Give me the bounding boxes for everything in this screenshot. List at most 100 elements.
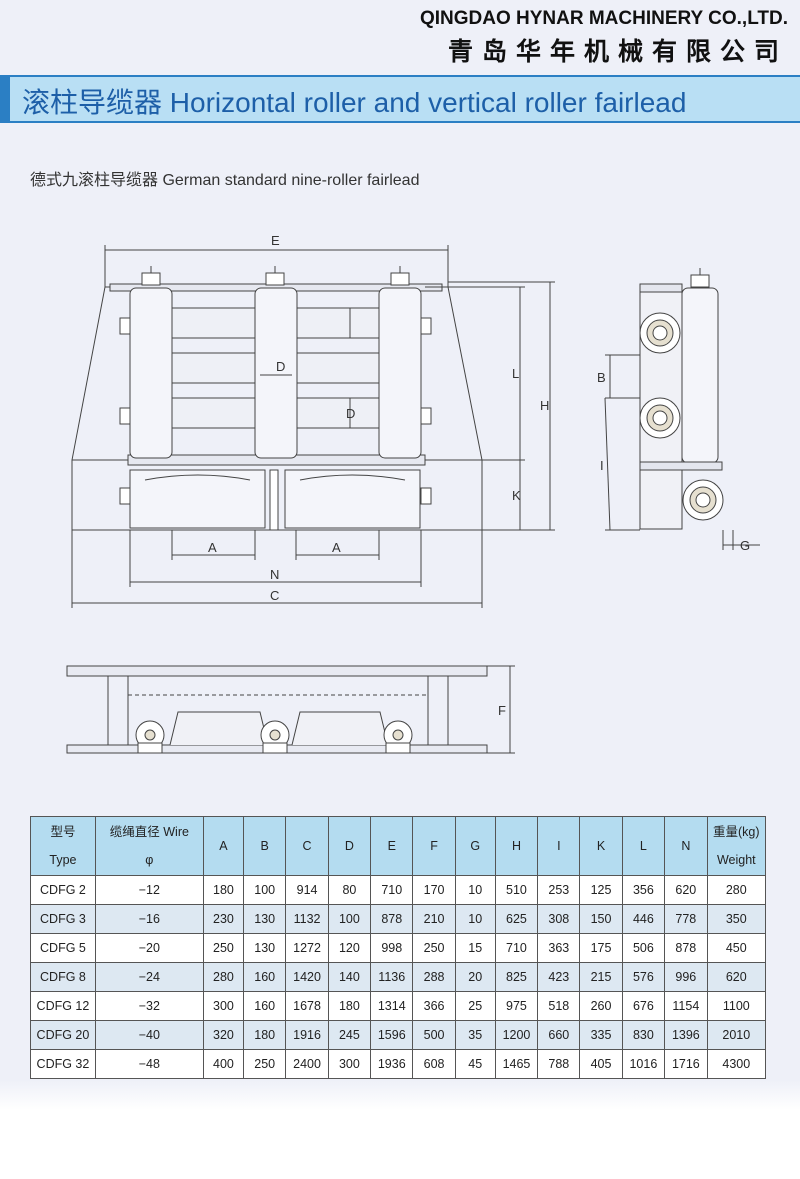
table-cell: 125	[579, 875, 623, 905]
model-cell: CDFG 8	[30, 962, 96, 992]
table-cell: 660	[537, 1020, 581, 1050]
dim-label-h: H	[540, 398, 549, 413]
table-header-cell: 重量(kg)Weight	[706, 816, 767, 876]
company-header: QINGDAO HYNAR MACHINERY CO.,LTD. 青岛华年机械有…	[420, 8, 788, 68]
table-cell: 998	[370, 933, 414, 963]
table-cell: 170	[412, 875, 456, 905]
table-cell: 620	[664, 875, 708, 905]
table-cell: 250	[243, 1049, 287, 1079]
table-cell: 35	[454, 1020, 496, 1050]
table-cell: 180	[202, 875, 245, 905]
table-cell: 335	[579, 1020, 623, 1050]
table-cell: 878	[370, 904, 414, 934]
dim-label-i: I	[600, 458, 604, 473]
table-cell: 1136	[370, 962, 414, 992]
table-cell: 130	[243, 933, 287, 963]
dim-label-d-horizontal: D	[276, 359, 285, 374]
table-cell: 130	[243, 904, 287, 934]
table-cell: −20	[94, 933, 204, 963]
table-cell: 150	[579, 904, 623, 934]
company-name-cn: 青岛华年机械有限公司	[447, 37, 788, 66]
table-cell: 914	[285, 875, 329, 905]
table-cell: 80	[327, 875, 372, 905]
model-cell: CDFG 12	[30, 991, 96, 1021]
table-cell: 1016	[621, 1049, 666, 1079]
table-cell: 300	[202, 991, 245, 1021]
table-cell: 45	[454, 1049, 496, 1079]
table-cell: 788	[537, 1049, 581, 1079]
technical-drawing: E A A N C D D L K H	[66, 233, 760, 754]
table-cell: 1154	[664, 991, 708, 1021]
dim-label-b: B	[597, 370, 606, 385]
front-view	[71, 245, 555, 608]
table-cell: 250	[412, 933, 456, 963]
table-cell: 260	[579, 991, 623, 1021]
dim-label-a-left: A	[208, 540, 217, 555]
table-cell: 160	[243, 962, 287, 992]
table-header-cell: 缆绳直径 Wire φ	[94, 816, 204, 876]
table-cell: 308	[537, 904, 581, 934]
table-cell: 608	[412, 1049, 456, 1079]
table-cell: 446	[621, 904, 666, 934]
table-cell: −40	[94, 1020, 204, 1050]
table-header-cell: F	[412, 816, 456, 876]
table-header-cell: H	[494, 816, 539, 876]
dim-label-d-vertical: D	[346, 406, 355, 421]
model-cell: CDFG 5	[30, 933, 96, 963]
table-cell: 1936	[370, 1049, 414, 1079]
table-cell: 1596	[370, 1020, 414, 1050]
model-cell: CDFG 3	[30, 904, 96, 934]
table-cell: 4300	[706, 1049, 767, 1079]
table-cell: 450	[706, 933, 767, 963]
side-view	[604, 268, 760, 550]
table-cell: 1716	[664, 1049, 708, 1079]
table-cell: 830	[621, 1020, 666, 1050]
dim-label-f: F	[498, 703, 506, 718]
table-cell: 20	[454, 962, 496, 992]
table-header-cell: N	[664, 816, 708, 876]
table-cell: 350	[706, 904, 767, 934]
header-line-1: 缆绳直径 Wire	[109, 825, 189, 839]
dim-label-l-front: L	[512, 366, 519, 381]
dim-label-e: E	[271, 233, 280, 248]
table-cell: 230	[202, 904, 245, 934]
title-bar: 滚柱导缆器 Horizontal roller and vertical rol…	[0, 75, 800, 123]
dim-label-c: C	[270, 588, 279, 603]
table-header-cell: I	[537, 816, 581, 876]
model-cell: CDFG 2	[30, 875, 96, 905]
table-cell: 878	[664, 933, 708, 963]
table-cell: 10	[454, 904, 496, 934]
table-cell: −48	[94, 1049, 204, 1079]
table-cell: 215	[579, 962, 623, 992]
table-cell: −12	[94, 875, 204, 905]
table-cell: 625	[494, 904, 539, 934]
table-cell: 1272	[285, 933, 329, 963]
table-cell: 996	[664, 962, 708, 992]
table-cell: 710	[494, 933, 539, 963]
table-header-cell: D	[327, 816, 372, 876]
header-line-2: φ	[145, 853, 154, 867]
table-cell: 300	[327, 1049, 372, 1079]
table-cell: 710	[370, 875, 414, 905]
table-cell: 245	[327, 1020, 372, 1050]
table-cell: 160	[243, 991, 287, 1021]
table-cell: 676	[621, 991, 666, 1021]
dim-label-a-right: A	[332, 540, 341, 555]
company-name-en: QINGDAO HYNAR MACHINERY CO.,LTD.	[419, 8, 788, 29]
table-cell: 363	[537, 933, 581, 963]
header-line-1: 型号	[50, 825, 76, 839]
table-cell: −32	[94, 991, 204, 1021]
table-header-cell: E	[370, 816, 414, 876]
table-cell: 576	[621, 962, 666, 992]
table-cell: 1314	[370, 991, 414, 1021]
table-header-cell: C	[285, 816, 329, 876]
table-cell: 2400	[285, 1049, 329, 1079]
table-header-cell: A	[202, 816, 245, 876]
